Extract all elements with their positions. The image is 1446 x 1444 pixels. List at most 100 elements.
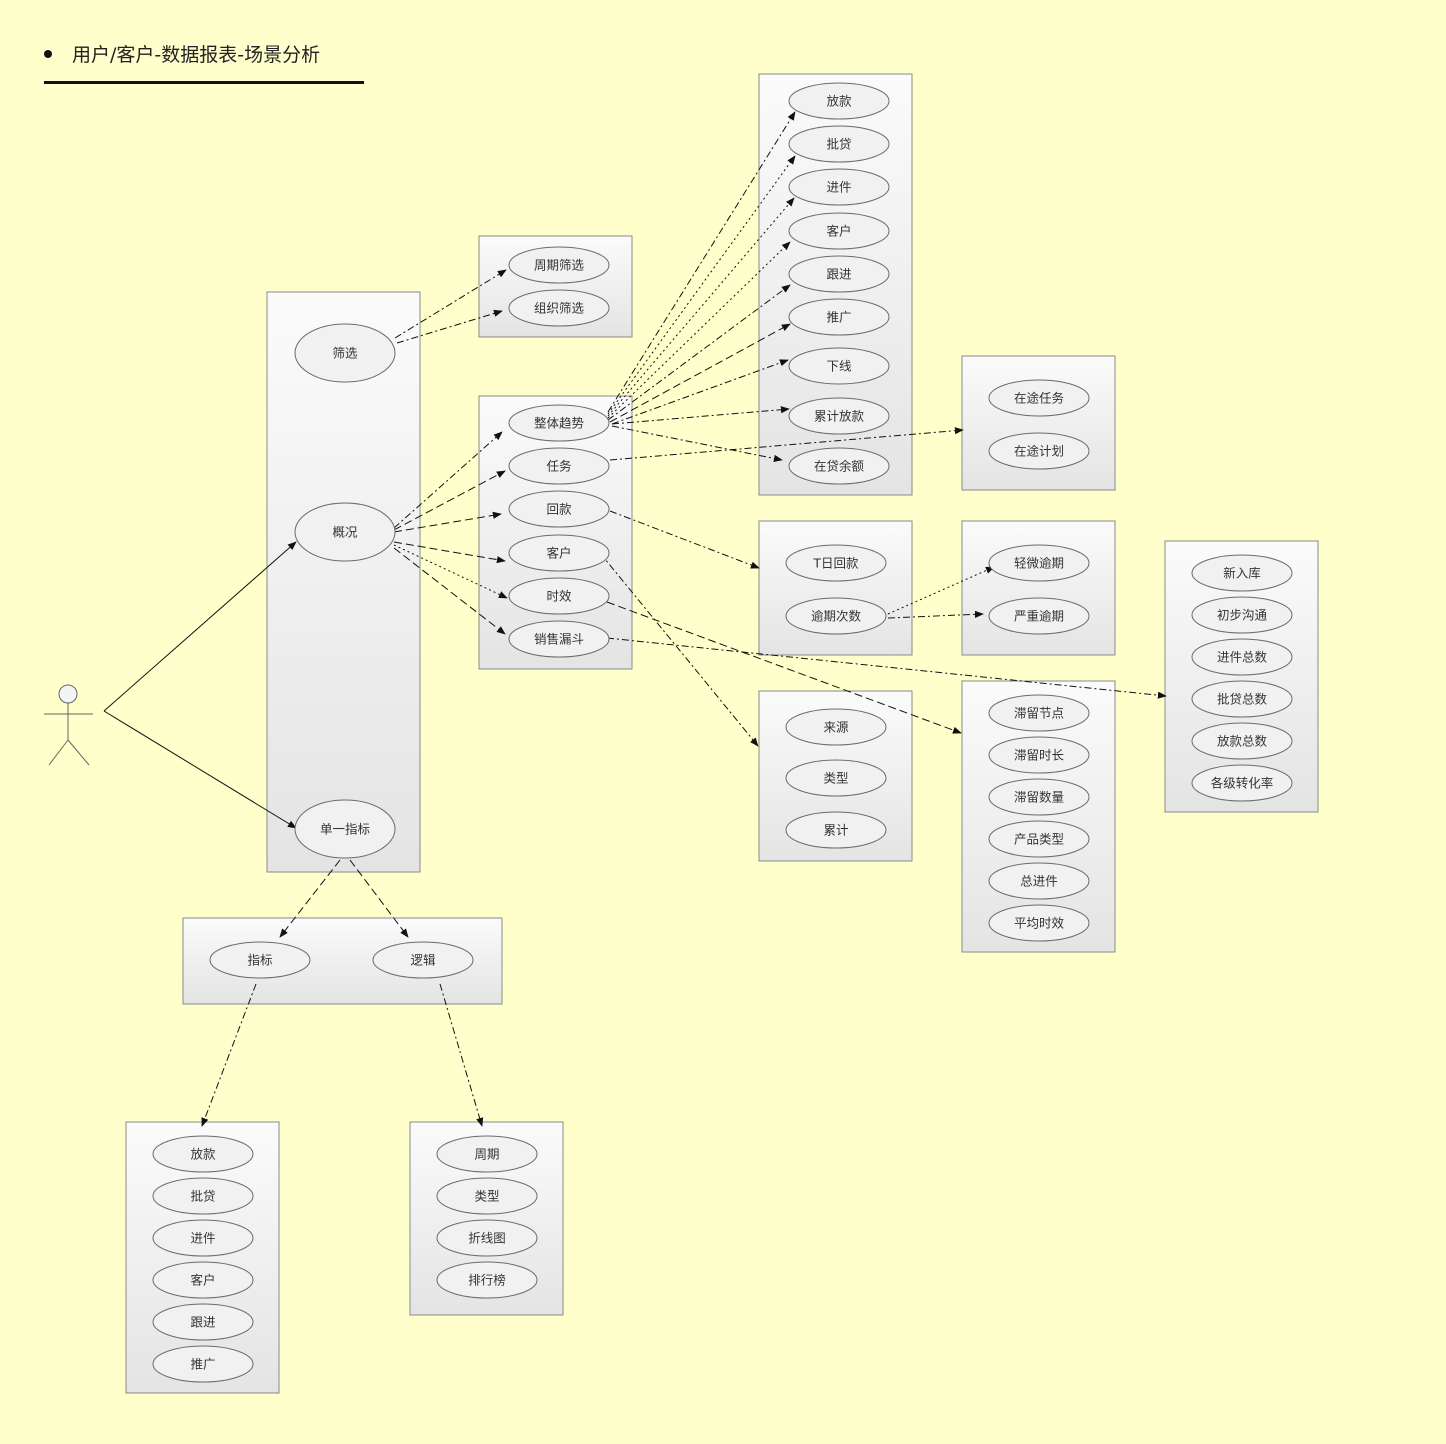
usecase-overview-1-label: 任务	[546, 459, 571, 474]
connector-16	[611, 359, 789, 425]
diagram-title: 用户/客户-数据报表-场景分析	[44, 40, 320, 67]
usecase-metric-0[interactable]: 放款	[152, 1135, 254, 1173]
usecase-funnel-3[interactable]: 批贷总数	[1191, 680, 1293, 718]
usecase-trend-5-label: 推广	[826, 310, 851, 325]
usecase-overdue-0[interactable]: 轻微逾期	[988, 544, 1090, 582]
usecase-overview-2[interactable]: 回款	[508, 490, 610, 528]
usecase-overview-1[interactable]: 任务	[508, 447, 610, 485]
connector-5	[393, 470, 506, 531]
usecase-funnel-1-oval	[1191, 596, 1293, 634]
connector-25	[606, 637, 1167, 699]
usecase-funnel-0[interactable]: 新入库	[1191, 554, 1293, 592]
usecase-customer-2[interactable]: 累计	[785, 811, 887, 849]
usecase-metric-2-label: 进件	[190, 1231, 215, 1246]
usecase-trend-5[interactable]: 推广	[788, 298, 890, 336]
usecase-time-1-label: 滞留时长	[1014, 748, 1065, 763]
usecase-overview[interactable]: 概况	[294, 502, 396, 562]
usecase-trend-3[interactable]: 客户	[788, 212, 890, 250]
connector-18	[611, 425, 783, 462]
usecase-metric-2[interactable]: 进件	[152, 1219, 254, 1257]
usecase-single-metric[interactable]: 单一指标	[294, 799, 396, 859]
usecase-trend-0-oval	[788, 82, 890, 120]
usecase-overview-oval	[294, 502, 396, 562]
usecase-trend-1[interactable]: 批贷	[788, 125, 890, 163]
usecase-trend-0[interactable]: 放款	[788, 82, 890, 120]
usecase-funnel-3-oval	[1191, 680, 1293, 718]
usecase-time-4[interactable]: 总进件	[988, 862, 1090, 900]
usecase-trend-7[interactable]: 累计放款	[788, 397, 890, 435]
usecase-funnel-4-oval	[1191, 722, 1293, 760]
usecase-filter[interactable]: 筛选	[294, 323, 396, 383]
usecase-trend-3-label: 客户	[826, 224, 851, 239]
usecase-sm-1[interactable]: 逻辑	[372, 941, 474, 979]
usecase-funnel-0-oval	[1191, 554, 1293, 592]
usecase-filter-opt-1-oval	[508, 289, 610, 327]
usecase-repay-1-oval	[785, 597, 887, 635]
usecase-filter-opt-0-oval	[508, 246, 610, 284]
usecase-filter-oval	[294, 323, 396, 383]
usecase-logic-2[interactable]: 折线图	[436, 1219, 538, 1257]
usecase-funnel-4-label: 放款总数	[1217, 734, 1268, 749]
usecase-time-5-label: 平均时效	[1014, 916, 1065, 931]
connector-1	[103, 710, 297, 829]
usecase-filter-opt-1[interactable]: 组织筛选	[508, 289, 610, 327]
usecase-overview-5[interactable]: 销售漏斗	[508, 620, 610, 658]
usecase-repay-0[interactable]: T日回款	[785, 544, 887, 582]
usecase-sm-0[interactable]: 指标	[209, 941, 311, 979]
usecase-overview-3[interactable]: 客户	[508, 534, 610, 572]
usecase-time-3[interactable]: 产品类型	[988, 820, 1090, 858]
usecase-funnel-1-label: 初步沟通	[1217, 608, 1268, 623]
connector-lines	[103, 111, 1167, 1127]
usecase-overview-4-oval	[508, 577, 610, 615]
usecase-time-1-oval	[988, 736, 1090, 774]
usecase-customer-1[interactable]: 类型	[785, 759, 887, 797]
usecase-logic-0[interactable]: 周期	[436, 1135, 538, 1173]
container-boxes	[125, 73, 1319, 1394]
main-usecase-box	[266, 291, 421, 873]
usecase-metric-1[interactable]: 批贷	[152, 1177, 254, 1215]
usecase-time-1[interactable]: 滞留时长	[988, 736, 1090, 774]
connector-20	[609, 510, 760, 569]
usecase-logic-3[interactable]: 排行榜	[436, 1261, 538, 1299]
usecase-logic-1[interactable]: 类型	[436, 1177, 538, 1215]
usecase-metric-5[interactable]: 推广	[152, 1345, 254, 1383]
usecase-overview-0[interactable]: 整体趋势	[508, 404, 610, 442]
usecase-trend-4-oval	[788, 255, 890, 293]
usecase-single-metric-label: 单一指标	[320, 822, 370, 837]
usecase-filter-opt-0[interactable]: 周期筛选	[508, 246, 610, 284]
usecase-metric-0-label: 放款	[190, 1147, 216, 1162]
usecase-task-0[interactable]: 在途任务	[988, 379, 1090, 417]
usecase-overview-5-label: 销售漏斗	[534, 632, 584, 647]
usecase-metric-2-oval	[152, 1219, 254, 1257]
repayment-items-box	[758, 520, 913, 656]
usecase-task-1[interactable]: 在途计划	[988, 432, 1090, 470]
usecase-customer-0[interactable]: 来源	[785, 708, 887, 746]
usecase-repay-1[interactable]: 逾期次数	[785, 597, 887, 635]
usecase-funnel-1[interactable]: 初步沟通	[1191, 596, 1293, 634]
usecase-overdue-1[interactable]: 严重逾期	[988, 597, 1090, 635]
usecase-trend-7-label: 累计放款	[814, 409, 865, 424]
usecase-trend-8[interactable]: 在贷余额	[788, 447, 890, 485]
usecase-metric-3[interactable]: 客户	[152, 1261, 254, 1299]
usecase-trend-6[interactable]: 下线	[788, 347, 890, 385]
usecase-time-5[interactable]: 平均时效	[988, 904, 1090, 942]
usecase-trend-6-oval	[788, 347, 890, 385]
stick-figure-actor-icon	[44, 684, 93, 766]
usecase-trend-4[interactable]: 跟进	[788, 255, 890, 293]
usecase-time-2[interactable]: 滞留数量	[988, 778, 1090, 816]
usecase-overview-0-oval	[508, 404, 610, 442]
usecase-overview-4[interactable]: 时效	[508, 577, 610, 615]
usecase-customer-1-oval	[785, 759, 887, 797]
usecase-time-0[interactable]: 滞留节点	[988, 694, 1090, 732]
usecase-logic-2-label: 折线图	[468, 1231, 506, 1246]
task-items-box	[961, 355, 1116, 491]
usecase-repay-1-label: 逾期次数	[811, 609, 862, 624]
usecase-trend-8-oval	[788, 447, 890, 485]
usecase-metric-4[interactable]: 跟进	[152, 1303, 254, 1341]
usecase-trend-2[interactable]: 进件	[788, 168, 890, 206]
usecase-funnel-4[interactable]: 放款总数	[1191, 722, 1293, 760]
usecase-funnel-5[interactable]: 各级转化率	[1191, 764, 1293, 802]
usecase-funnel-2[interactable]: 进件总数	[1191, 638, 1293, 676]
usecase-trend-2-oval	[788, 168, 890, 206]
